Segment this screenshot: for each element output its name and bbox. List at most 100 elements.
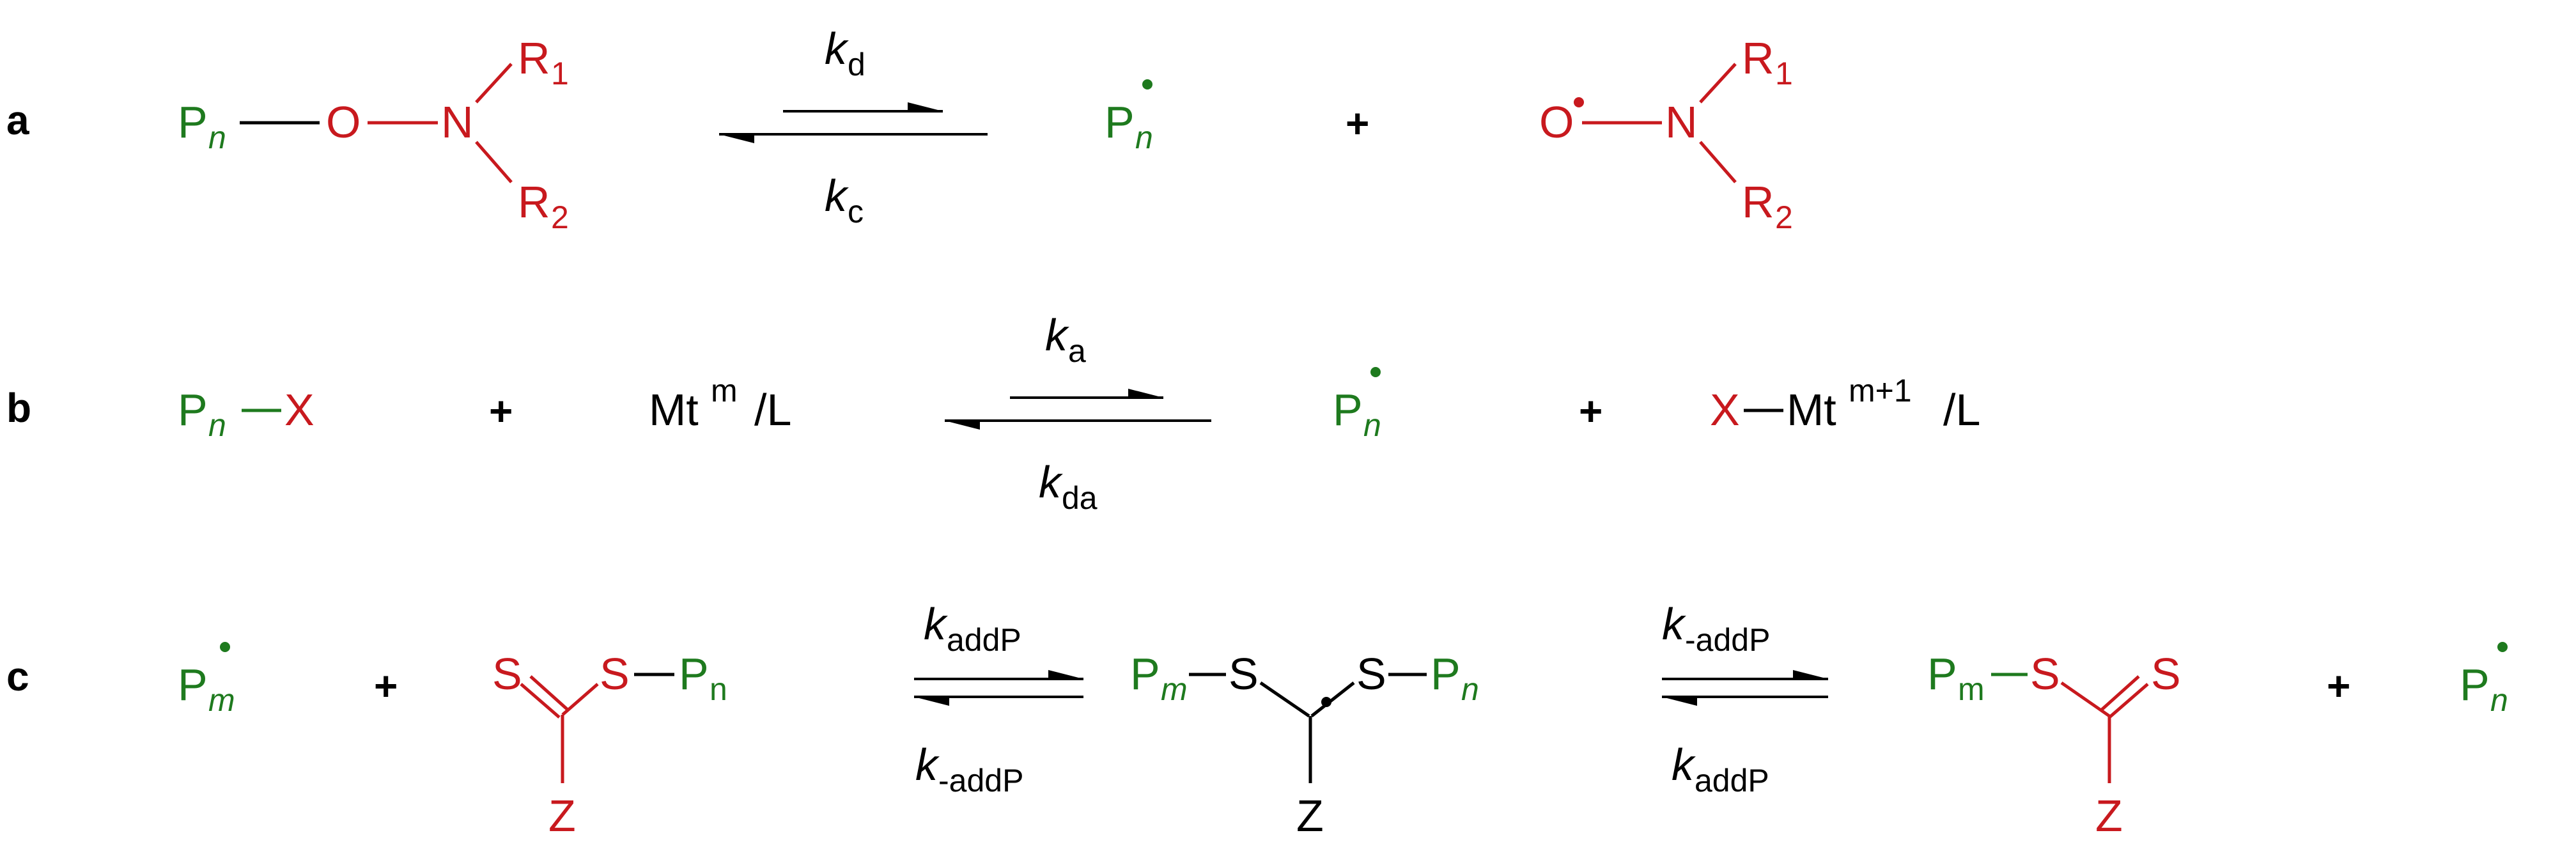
b-equilibrium-arrow	[945, 389, 1211, 430]
a-radical-P: P	[1105, 97, 1135, 147]
row-label-c: c	[6, 653, 29, 699]
c-rate-2-top: k	[1662, 599, 1686, 649]
c-raft2-S-thione: S	[2151, 649, 2181, 699]
a-rate-kd-sub: d	[848, 47, 865, 82]
a-rate-kc-sub: c	[848, 194, 864, 230]
b-rate-kda-sub: da	[1062, 480, 1098, 516]
c-raft1-S-thione: S	[492, 649, 522, 699]
a-polymer-n: n	[208, 120, 226, 155]
scheme-b: b P n X + Mt m /L k a k da P n + X Mt m+…	[6, 310, 1980, 516]
c-rate-2-bottom: k	[1672, 740, 1696, 790]
a-nitroxide-nitrogen: N	[1665, 97, 1698, 147]
a-radical-dot	[1142, 79, 1152, 90]
c-raft2-Z: Z	[2095, 791, 2123, 841]
c-int-m: m	[1161, 671, 1188, 707]
b-rate-kda: k	[1039, 457, 1063, 507]
a-plus: +	[1346, 100, 1369, 146]
b-halogen-X: X	[284, 385, 314, 435]
b-radical-P: P	[1333, 385, 1363, 435]
c-int-P: P	[1130, 649, 1160, 699]
c-raft1-n: n	[710, 671, 727, 707]
c-raft2-m: m	[1958, 671, 1985, 707]
c-rate-1-bottom-sub: -addP	[938, 763, 1023, 799]
c-equilibrium-arrow-2	[1662, 670, 1828, 706]
c-rate-2-top-sub: -addP	[1685, 622, 1770, 658]
c-raft1-double-bond-a	[520, 683, 561, 719]
c-plus-2: +	[2327, 663, 2350, 709]
a-nitrogen: N	[441, 97, 474, 147]
a-R2: R	[518, 177, 550, 227]
c-int-S-right: S	[1356, 649, 1386, 699]
b-radical-n: n	[1363, 407, 1381, 443]
c-radical-Pn-dot	[2497, 642, 2508, 652]
c-rate-1-top-sub: addP	[947, 622, 1021, 658]
a-rate-kd: k	[825, 24, 849, 74]
c-radical-Pm-P: P	[178, 660, 208, 710]
a-equilibrium-arrow	[719, 102, 988, 143]
c-equilibrium-arrow-1	[914, 670, 1083, 706]
a-R1-right: R	[1742, 33, 1774, 83]
a-polymer-P: P	[178, 97, 208, 147]
c-radical-Pm-m: m	[208, 682, 235, 718]
c-raft2-double-bond-b	[2100, 675, 2140, 711]
c-int-Z: Z	[1296, 791, 1324, 841]
b-metal-right-oxidation: m+1	[1849, 373, 1912, 409]
a-oxygen: O	[326, 97, 361, 147]
c-rate-1-bottom: k	[915, 740, 940, 790]
a-bond-N-R2-right	[1699, 141, 1737, 183]
c-radical-Pm-dot	[220, 642, 230, 652]
a-R2-sub: 2	[551, 199, 569, 235]
b-polymer-n: n	[208, 407, 226, 443]
c-raft1-S-thio: S	[600, 649, 630, 699]
c-raft1-bond-C-S	[561, 683, 599, 716]
c-int-bond-S-C	[1259, 681, 1310, 718]
c-radical-Pn-P: P	[2460, 660, 2490, 710]
c-plus-1: +	[374, 663, 398, 709]
c-raft1-Z: Z	[548, 791, 576, 841]
c-intermediate-radical: P m S S P n Z	[1130, 649, 1479, 841]
a-rate-kc: k	[825, 171, 849, 221]
scheme-a: a P n O N R 1 R 2 k d k c P n + O	[6, 24, 1793, 235]
a-bond-N-R1	[475, 63, 513, 104]
b-rate-ka-sub: a	[1068, 333, 1086, 369]
c-int-bond-C-S	[1310, 682, 1355, 717]
row-label-b: b	[6, 385, 31, 431]
b-polymer-P: P	[178, 385, 208, 435]
a-nitroxide-oxygen: O	[1539, 97, 1574, 147]
b-plus-1: +	[489, 388, 513, 434]
c-raft2-double-bond-a	[2108, 683, 2149, 719]
c-int-n: n	[1461, 671, 1479, 707]
b-halogen-X-right: X	[1710, 385, 1740, 435]
b-metal-right: Mt	[1787, 385, 1836, 435]
scheme-c: c P m + S S P n Z k addP k -addP	[6, 599, 2508, 841]
b-plus-2: +	[1579, 388, 1602, 434]
c-raft-agent-1: S S P n Z	[492, 649, 727, 841]
c-int-S-left: S	[1229, 649, 1259, 699]
a-R2-right-sub: 2	[1775, 199, 1793, 235]
a-nitroxide-dot	[1574, 97, 1584, 107]
b-ligand: /L	[754, 385, 791, 435]
b-ligand-right: /L	[1943, 385, 1980, 435]
c-radical-Pn-n: n	[2490, 682, 2508, 718]
a-bond-N-R2	[475, 141, 513, 183]
c-raft2-S-thio: S	[2030, 649, 2060, 699]
a-R1: R	[518, 33, 550, 83]
b-metal-oxidation: m	[711, 373, 738, 409]
c-int-P2: P	[1431, 649, 1461, 699]
a-R1-sub: 1	[551, 56, 569, 91]
c-raft1-P: P	[679, 649, 709, 699]
a-bond-N-R1-right	[1699, 63, 1737, 104]
c-raft2-bond-S-C	[2060, 681, 2111, 718]
a-R1-right-sub: 1	[1775, 56, 1793, 91]
c-raft2-P: P	[1927, 649, 1957, 699]
c-int-radical-dot	[1321, 697, 1331, 707]
a-radical-n: n	[1135, 120, 1153, 155]
b-rate-ka: k	[1045, 310, 1069, 360]
c-raft1-double-bond-b	[529, 675, 569, 711]
a-R2-right: R	[1742, 177, 1774, 227]
c-rate-1-top: k	[924, 599, 948, 649]
b-metal: Mt	[649, 385, 699, 435]
row-label-a: a	[6, 97, 29, 143]
c-rate-2-bottom-sub: addP	[1695, 763, 1769, 799]
